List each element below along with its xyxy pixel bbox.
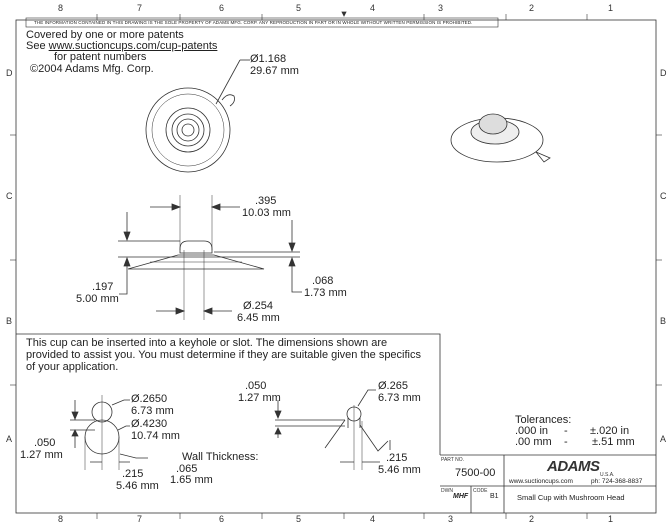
phone: ph: 724-368-8837 bbox=[591, 478, 643, 485]
wall-gap-mm: 1.27 mm bbox=[238, 392, 281, 404]
tol-in-label: .000 in bbox=[515, 425, 549, 437]
part-number: 7500-00 bbox=[455, 467, 496, 479]
keyhole-small-in: Ø.2650 bbox=[131, 393, 168, 405]
wall-thickness-label: Wall Thickness: bbox=[182, 451, 259, 463]
wall-depth-mm: 5.46 mm bbox=[378, 464, 421, 476]
tol-in-value: ±.020 in bbox=[590, 425, 630, 437]
zone-col-2: 2 bbox=[529, 3, 535, 13]
zone-col-8: 8 bbox=[58, 3, 64, 13]
zone-row-c: C bbox=[6, 191, 13, 201]
dim-head-width-in: .395 bbox=[255, 195, 277, 207]
center-mark bbox=[341, 11, 347, 17]
zone-bottom-6: 6 bbox=[219, 514, 225, 524]
proprietary-notice: THE INFORMATION CONTAINED IN THIS DRAWIN… bbox=[34, 20, 473, 25]
cup-side-view bbox=[118, 195, 302, 320]
zone-row-b-right: B bbox=[660, 316, 667, 326]
keyhole-diagram bbox=[70, 395, 148, 470]
tol-mm-label: .00 mm bbox=[515, 436, 552, 448]
cup-isometric-view bbox=[450, 113, 551, 163]
wall-thickness-mm: 1.65 mm bbox=[170, 474, 213, 486]
tolerances-title: Tolerances: bbox=[515, 414, 572, 426]
keyhole-note: This cup can be inserted into a keyhole … bbox=[26, 337, 421, 373]
dim-stem-in: Ø.254 bbox=[243, 300, 273, 312]
code: B1 bbox=[490, 493, 499, 500]
tol-mm-dash: - bbox=[564, 436, 568, 448]
code-label: CODE bbox=[473, 488, 488, 494]
cup-top-view bbox=[145, 59, 250, 173]
wall-diameter-in: Ø.265 bbox=[378, 380, 408, 392]
zone-bottom-8: 8 bbox=[58, 514, 64, 524]
patent-line: Covered by one or more patents bbox=[26, 29, 184, 41]
drawn-label: DWN bbox=[441, 488, 453, 494]
zone-row-a: A bbox=[6, 434, 13, 444]
keyhole-large-mm: 10.74 mm bbox=[131, 430, 180, 442]
drawn-by: MHF bbox=[453, 493, 469, 500]
zone-bottom-5: 5 bbox=[296, 514, 302, 524]
keyhole-gap-in: .050 bbox=[34, 437, 56, 449]
tol-in-dash: - bbox=[564, 425, 568, 437]
tol-mm-value: ±.51 mm bbox=[592, 436, 635, 448]
keyhole-depth-mm: 5.46 mm bbox=[116, 480, 159, 492]
dim-height-in: .197 bbox=[92, 281, 114, 293]
zone-bottom-1: 1 bbox=[608, 514, 614, 524]
zone-col-3: 3 bbox=[438, 3, 444, 13]
dim-stem-mm: 6.45 mm bbox=[237, 312, 280, 324]
adams-logo-sub: U.S.A. bbox=[600, 472, 615, 478]
dim-height-mm: 5.00 mm bbox=[76, 293, 119, 305]
dim-neck-mm: 1.73 mm bbox=[304, 287, 347, 299]
keyhole-large-in: Ø.4230 bbox=[131, 418, 168, 430]
website: www.suctioncups.com bbox=[509, 478, 573, 485]
dim-neck-in: .068 bbox=[312, 275, 334, 287]
wall-diameter-mm: 6.73 mm bbox=[378, 392, 421, 404]
zone-col-1: 1 bbox=[608, 3, 614, 13]
wall-gap-in: .050 bbox=[245, 380, 267, 392]
zone-row-b: B bbox=[6, 316, 13, 326]
dim-head-width-mm: 10.03 mm bbox=[242, 207, 291, 219]
patent-numbers: for patent numbers bbox=[54, 51, 147, 63]
keyhole-depth-in: .215 bbox=[122, 468, 144, 480]
keyhole-small-mm: 6.73 mm bbox=[131, 405, 174, 417]
wall-depth-in: .215 bbox=[386, 452, 408, 464]
dim-cup-diameter-mm: 29.67 mm bbox=[250, 65, 299, 77]
part-no-label: PART NO. bbox=[441, 457, 465, 463]
keyhole-box bbox=[16, 333, 441, 455]
drawing-title: Small Cup with Mushroom Head bbox=[517, 493, 625, 502]
zone-bottom-4: 4 bbox=[370, 514, 376, 524]
see-label: See bbox=[26, 40, 49, 52]
zone-row-c-right: C bbox=[660, 191, 667, 201]
patent-link[interactable]: www.suctioncups.com/cup-patents bbox=[48, 40, 218, 52]
wall-thickness-in: .065 bbox=[176, 463, 198, 475]
zone-bottom-7: 7 bbox=[137, 514, 143, 524]
wall-section-diagram bbox=[274, 389, 391, 470]
dim-cup-diameter-in: Ø1.168 bbox=[250, 53, 287, 65]
sheet-border bbox=[15, 19, 657, 514]
zone-row-a-right: A bbox=[660, 434, 667, 444]
zone-row-d-right: D bbox=[660, 68, 667, 78]
zone-col-4: 4 bbox=[370, 3, 376, 13]
zone-col-7: 7 bbox=[137, 3, 143, 13]
adams-logo: ADAMS bbox=[547, 458, 600, 475]
zone-bottom-3: 3 bbox=[448, 514, 454, 524]
zone-ticks bbox=[10, 14, 662, 519]
zone-col-5: 5 bbox=[296, 3, 302, 13]
zone-bottom-2: 2 bbox=[529, 514, 535, 524]
zone-row-d: D bbox=[6, 68, 13, 78]
keyhole-gap-mm: 1.27 mm bbox=[20, 449, 63, 461]
zone-col-6: 6 bbox=[219, 3, 225, 13]
title-block-lines bbox=[440, 454, 656, 513]
copyright: ©2004 Adams Mfg. Corp. bbox=[30, 63, 154, 75]
patent-see: See www.suctioncups.com/cup-patents bbox=[26, 40, 217, 52]
